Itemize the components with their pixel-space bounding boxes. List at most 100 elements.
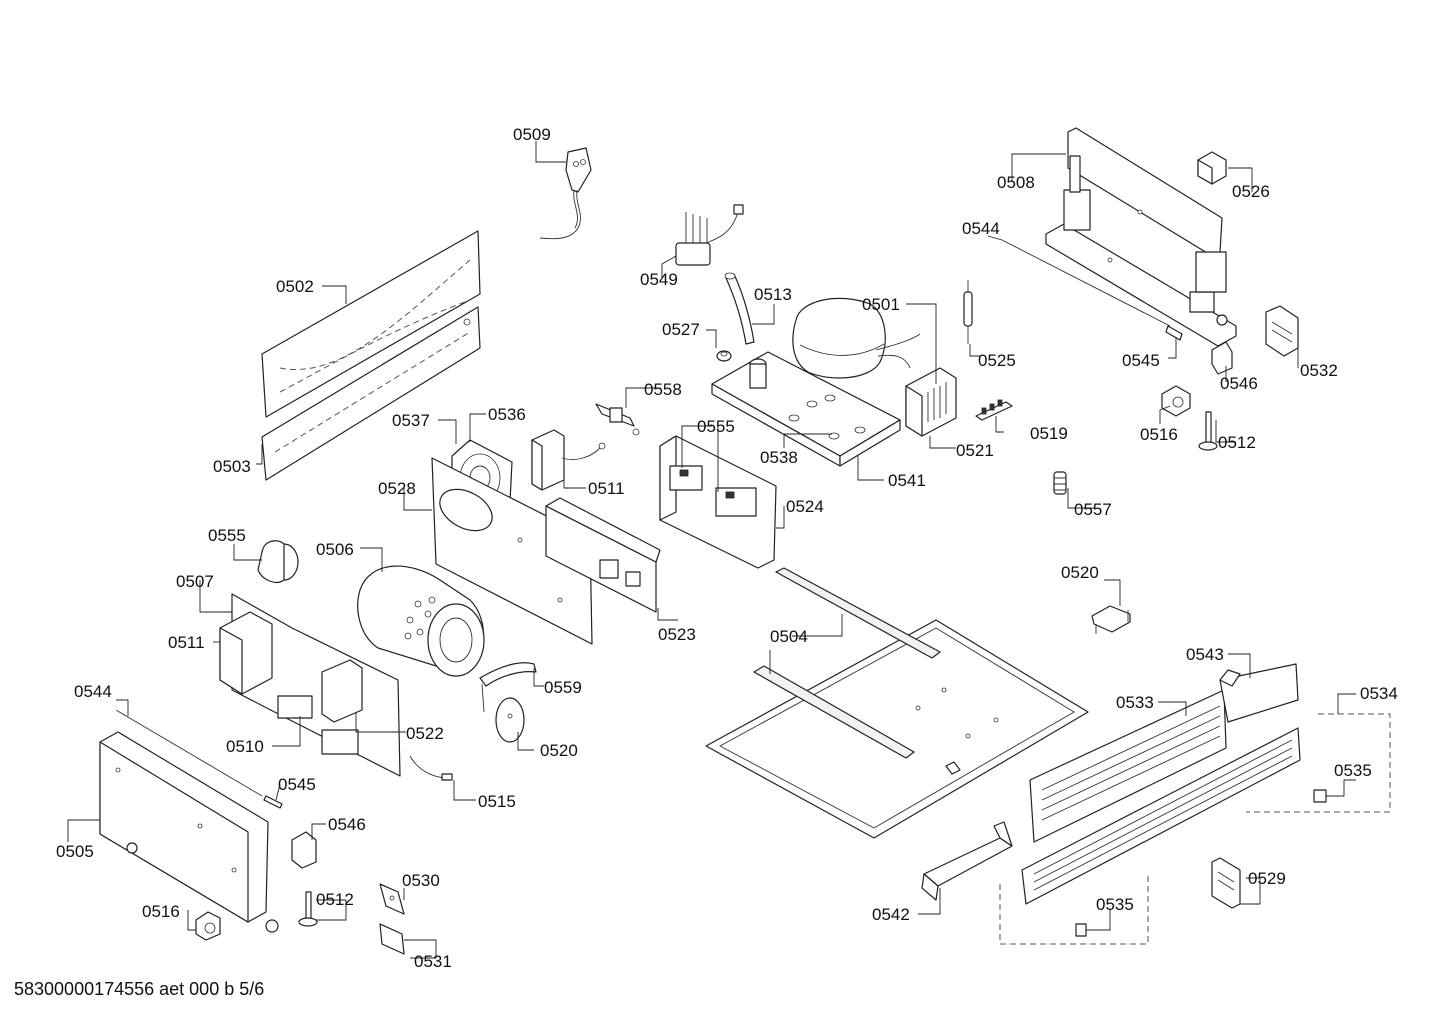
callout-0512-lower: 0512 [316,890,354,909]
callout-0555-upper: 0555 [697,417,735,436]
callout-0531: 0531 [414,952,452,971]
callout-0541: 0541 [888,471,926,490]
power-cord-part [539,147,592,240]
callout-0504: 0504 [770,627,808,646]
callout-0522: 0522 [406,724,444,743]
hose-part [724,272,755,345]
control-board-part [545,497,661,613]
sensor-part [595,403,640,436]
callout-0520-lower: 0520 [540,741,578,760]
callout-0512-upper: 0512 [1218,433,1256,452]
callout-0535-upper: 0535 [1334,761,1372,780]
electrical-box-cover-part [905,367,957,437]
bolt-lower-part [263,795,283,809]
callout-0510: 0510 [226,737,264,756]
callout-0519: 0519 [1030,424,1068,443]
front-grille-lower-part [1021,727,1301,905]
clip-lower-part [1075,923,1087,937]
leveling-foot-lower-part [298,891,318,927]
clip-upper-part [1313,789,1327,803]
callout-0505: 0505 [56,842,94,861]
callout-0559: 0559 [544,678,582,697]
callout-0507: 0507 [176,572,214,591]
corner-channel-part [921,821,1013,901]
bracket-0530-part [379,883,405,915]
callout-0526: 0526 [1232,182,1270,201]
wire-link-part [409,755,453,781]
switch-part [1197,151,1227,185]
callout-0546-upper: 0546 [1220,374,1258,393]
crossbar-part [753,567,941,759]
callout-0530: 0530 [402,871,440,890]
rod-lower-part [115,709,263,797]
callout-0513: 0513 [754,285,792,304]
callout-0527: 0527 [662,320,700,339]
lower-rear-strip-part [261,306,481,481]
callout-0516-lower: 0516 [142,902,180,921]
capacitor-part [257,540,299,583]
callout-0525: 0525 [978,351,1016,370]
callout-0516-upper: 0516 [1140,425,1178,444]
callout-0545-lower: 0545 [278,775,316,794]
callout-0503: 0503 [213,457,251,476]
rear-panel-part [261,230,481,418]
filter-drier-part [963,280,973,344]
callout-0542: 0542 [872,905,910,924]
electrical-box-part [659,435,777,569]
callout-0543: 0543 [1186,645,1224,664]
top-frame-part [1045,127,1237,347]
callout-0555-lower: 0555 [208,526,246,545]
callout-0521: 0521 [956,441,994,460]
bracket-0531-part [379,923,405,955]
callout-0549: 0549 [640,270,678,289]
drawing-code: 58300000174556 aet 000 b 5/6 [14,979,265,999]
fan-bracket-part [479,662,537,713]
grommet-part [716,350,732,362]
callout-0508: 0508 [997,173,1035,192]
callout-0545-upper: 0545 [1122,351,1160,370]
callout-0511-lower: 0511 [168,633,205,652]
callout-0515: 0515 [478,792,516,811]
callout-0544-upper: 0544 [962,219,1000,238]
callout-0506: 0506 [316,540,354,559]
callout-0537: 0537 [392,411,430,430]
callout-0511-upper: 0511 [588,479,625,498]
callout-0524: 0524 [786,497,824,516]
side-mounting-plate-part [219,593,401,777]
bracket-right-part [1091,605,1131,634]
wiring-harness-part [675,204,744,266]
left-side-panel-part [99,731,279,933]
rod-upper-part [1001,239,1171,327]
leader-lines [67,141,1356,959]
callout-0558: 0558 [644,380,682,399]
callout-0528: 0528 [378,479,416,498]
callout-0533: 0533 [1116,693,1154,712]
fan-shroud-part [431,457,593,645]
callout-0538: 0538 [760,448,798,467]
compressor-part [792,297,921,379]
hinge-bracket-lower-part [291,831,317,869]
mounting-bracket-0532-part [1265,305,1299,357]
callout-0557: 0557 [1074,500,1112,519]
hinge-bracket-upper-part [1211,341,1233,375]
callout-0529: 0529 [1248,869,1286,888]
grille-top-bracket-part [1219,663,1299,723]
front-grille-upper-part [1029,689,1227,843]
leveling-foot-upper-part [1198,411,1218,451]
callout-0532: 0532 [1300,361,1338,380]
caster-lower-part [195,911,221,941]
callout-0544-lower: 0544 [74,682,112,701]
callout-0523: 0523 [658,625,696,644]
caster-upper-part [1161,385,1191,417]
terminal-strip-part [975,399,1013,421]
bracket-0529-part [1211,857,1241,909]
callout-0546-lower: 0546 [328,815,366,834]
callout-labels: 0509 0502 0503 0549 0513 0527 0501 0558 … [56,125,1398,971]
callout-0534: 0534 [1360,684,1398,703]
bolt-upper-part [1165,325,1183,341]
callout-0502: 0502 [276,277,314,296]
callout-0536: 0536 [488,405,526,424]
grille-dashed-frame [999,713,1391,945]
floor-tray-part [705,619,1089,839]
